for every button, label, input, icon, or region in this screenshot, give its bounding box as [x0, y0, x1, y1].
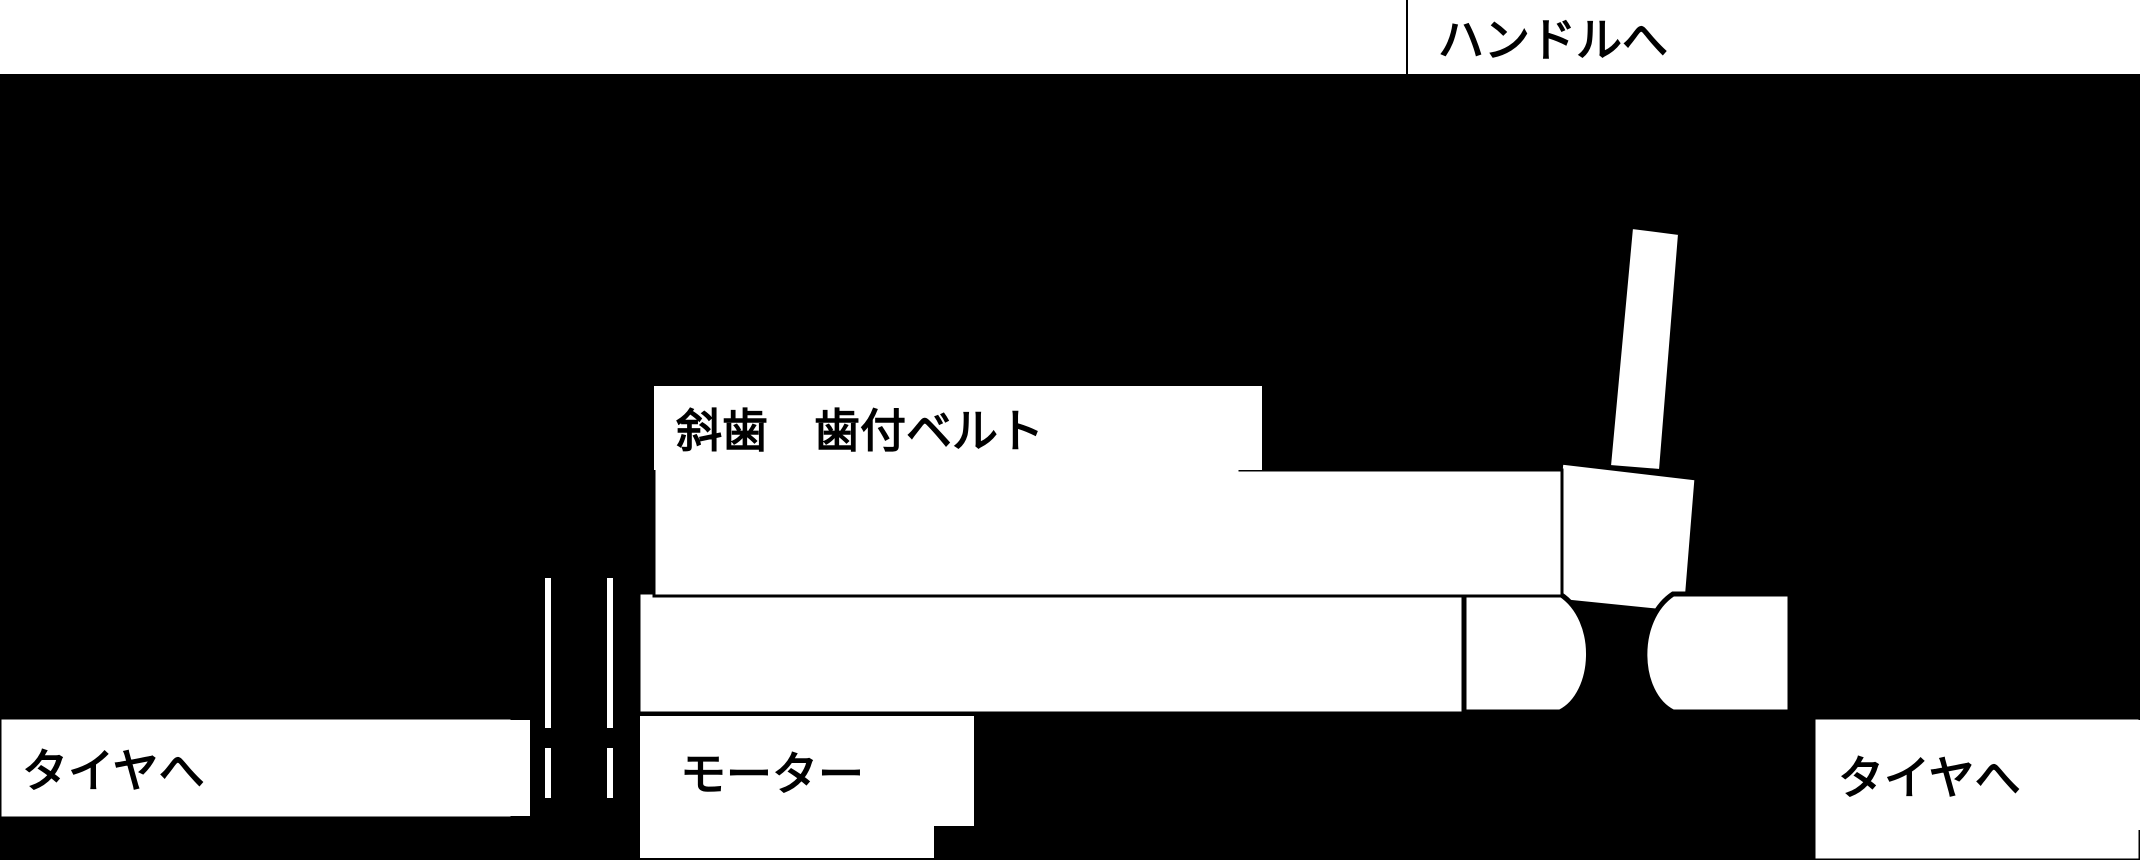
label-handle: ハンドルへ: [1408, 0, 1958, 74]
rack-housing-tube: [635, 589, 1467, 717]
steering-column-shaft: [1608, 226, 1681, 472]
rack-left-end-block: [1453, 591, 1591, 715]
label-handle-text: ハンドルへ: [1438, 13, 1668, 67]
label-tire-left: タイヤへ: [2, 720, 530, 816]
top-band-divider: [1406, 0, 1408, 74]
rack-right-end-block: [1642, 591, 1793, 715]
label-motor: モーター: [640, 716, 974, 826]
pinion-housing: [1544, 459, 1700, 617]
label-belt-text: 斜歯 歯付ベルト: [676, 404, 1044, 458]
label-tire-left-text: タイヤへ: [22, 744, 205, 798]
label-tire-right: タイヤへ: [1816, 720, 2140, 830]
label-motor-text: モーター: [680, 747, 864, 801]
label-tire-right-text: タイヤへ: [1838, 751, 2021, 805]
label-belt: 斜歯 歯付ベルト: [654, 386, 1262, 470]
